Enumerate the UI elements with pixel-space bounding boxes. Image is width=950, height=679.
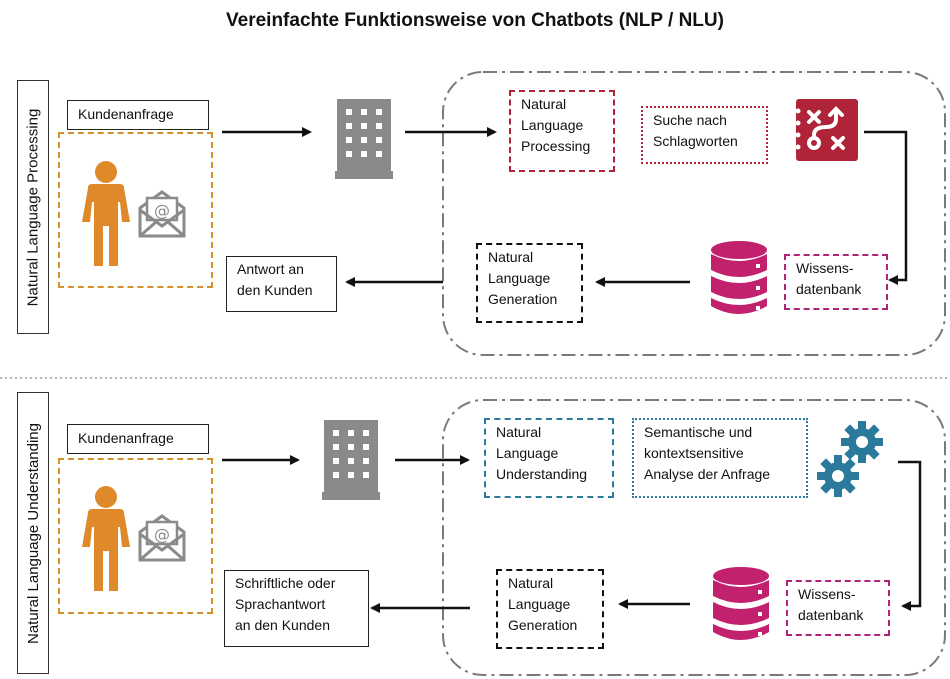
nlu-request-label: Kundenanfrage: [67, 424, 209, 454]
nlu-knowledge-box: Wissens- datenbank: [786, 580, 890, 636]
nlp-response-line-1: Antwort an: [237, 261, 304, 277]
nlp-generation-line-3: Generation: [488, 291, 558, 307]
nlu-understanding-line-3: Understanding: [496, 466, 588, 482]
envelope-at-icon: @: [138, 188, 186, 238]
nlp-response-line-2: den Kunden: [237, 282, 313, 298]
nlp-generation-box: Natural Language Generation: [476, 243, 583, 323]
nlu-side-label: Natural Language Understanding: [17, 392, 49, 674]
nlu-generation-line-3: Generation: [508, 617, 578, 633]
nlp-customer-frame: [58, 132, 213, 288]
nlu-generation-line-1: Natural: [508, 575, 554, 591]
nlp-generation-line-1: Natural: [488, 249, 534, 265]
nlu-analysis-line-1: Semantische und: [644, 424, 753, 440]
arrow-nlp-strategy-to-knowledge: [864, 130, 908, 285]
nlu-analysis-box: Semantische und kontextsensitive Analyse…: [632, 418, 808, 498]
nlu-knowledge-line-1: Wissens-: [798, 586, 856, 602]
nlu-generation-box: Natural Language Generation: [496, 569, 604, 649]
person-icon: [80, 485, 132, 593]
svg-text:@: @: [154, 201, 170, 220]
nlu-response-box: Schriftliche oder Sprachantwort an den K…: [224, 570, 369, 647]
nlu-analysis-line-2: kontextsensitive: [644, 445, 744, 461]
nlp-processing-line-3: Processing: [521, 138, 591, 154]
nlp-side-label-text: Natural Language Processing: [24, 108, 42, 306]
nlp-process-frame: [442, 71, 946, 356]
nlu-process-frame: [442, 399, 946, 676]
nlu-response-line-1: Schriftliche oder: [235, 575, 336, 591]
nlp-search-line-1: Suche nach: [653, 112, 727, 128]
nlu-response-line-3: an den Kunden: [235, 617, 330, 633]
nlu-understanding-line-1: Natural: [496, 424, 542, 440]
nlu-knowledge-line-2: datenbank: [798, 607, 864, 623]
database-icon: [711, 566, 771, 644]
svg-text:@: @: [154, 525, 170, 544]
building-icon: [322, 418, 380, 500]
nlu-understanding-line-2: Language: [496, 445, 559, 461]
nlu-understanding-box: Natural Language Understanding: [484, 418, 614, 498]
nlp-processing-line-1: Natural: [521, 96, 567, 112]
nlp-request-label: Kundenanfrage: [67, 100, 209, 130]
nlp-processing-line-2: Language: [521, 117, 584, 133]
nlu-analysis-line-3: Analyse der Anfrage: [644, 466, 771, 482]
nlp-side-label: Natural Language Processing: [17, 80, 49, 334]
person-icon: [80, 160, 132, 268]
nlp-knowledge-box: Wissens- datenbank: [784, 254, 888, 310]
nlp-response-box: Antwort an den Kunden: [226, 256, 337, 312]
envelope-at-icon: @: [138, 512, 186, 562]
database-icon: [709, 240, 769, 318]
gears-icon: [816, 420, 886, 500]
nlp-processing-box: Natural Language Processing: [509, 90, 615, 172]
nlu-response-line-2: Sprachantwort: [235, 596, 326, 612]
nlp-search-box: Suche nach Schlagworten: [641, 106, 768, 164]
nlp-generation-line-2: Language: [488, 270, 551, 286]
strategy-board-icon: [796, 99, 858, 161]
building-icon: [335, 97, 393, 179]
nlu-generation-line-2: Language: [508, 596, 571, 612]
nlp-knowledge-line-2: datenbank: [796, 281, 862, 297]
nlu-customer-frame: [58, 458, 213, 614]
nlp-knowledge-line-1: Wissens-: [796, 260, 854, 276]
arrow-nlu-gears-to-knowledge: [898, 460, 922, 611]
nlp-search-line-2: Schlagworten: [653, 133, 738, 149]
nlu-side-label-text: Natural Language Understanding: [24, 422, 42, 644]
diagram-title: Vereinfachte Funktionsweise von Chatbots…: [226, 10, 724, 31]
